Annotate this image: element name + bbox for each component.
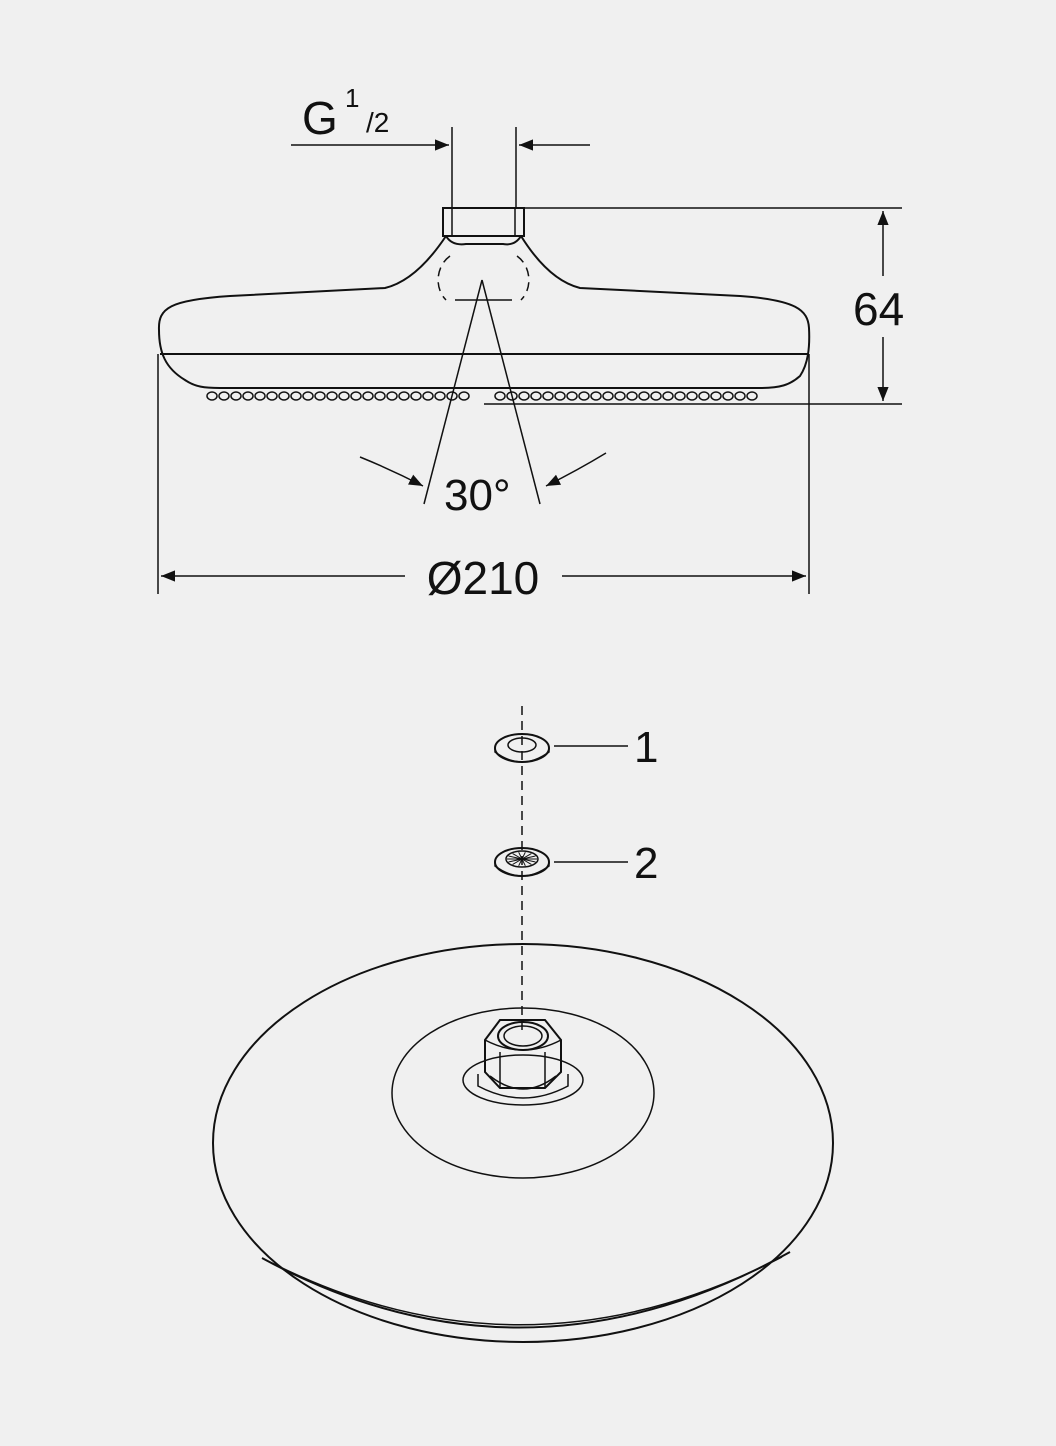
- exploded-view: 1 2: [212, 706, 834, 1343]
- nozzle: [386, 391, 398, 401]
- nozzle: [422, 391, 434, 401]
- nozzle: [614, 391, 626, 401]
- nozzle: [590, 391, 602, 401]
- nozzle: [266, 391, 278, 401]
- nozzle: [242, 391, 254, 401]
- height-dimension: 64: [484, 207, 904, 405]
- nozzle: [494, 391, 506, 401]
- nozzle: [602, 391, 614, 401]
- nozzle: [674, 391, 686, 401]
- nozzle: [578, 391, 590, 401]
- height-label: 64: [853, 283, 904, 335]
- nozzle: [218, 391, 230, 401]
- part-number-2: 2: [634, 839, 658, 888]
- nozzle: [650, 391, 662, 401]
- nozzle-row: [206, 391, 758, 401]
- hex-nut: [477, 1019, 569, 1099]
- angle-label: 30°: [444, 471, 511, 520]
- nozzle: [686, 391, 698, 401]
- nozzle: [230, 391, 242, 401]
- nozzle: [314, 391, 326, 401]
- nozzle: [350, 391, 362, 401]
- nozzle: [566, 391, 578, 401]
- nozzle: [338, 391, 350, 401]
- nozzle: [722, 391, 734, 401]
- nozzle: [518, 391, 530, 401]
- nozzle: [554, 391, 566, 401]
- nozzle: [254, 391, 266, 401]
- nozzle: [638, 391, 650, 401]
- nozzle: [542, 391, 554, 401]
- thread-dimension: G 1 /2: [291, 83, 590, 208]
- flow-restrictor-part: 2: [494, 839, 658, 888]
- nozzle: [434, 391, 446, 401]
- nozzle: [734, 391, 746, 401]
- part-number-1: 1: [634, 723, 658, 772]
- shower-head-plate: [212, 943, 834, 1343]
- thread-label-numerator: 1: [345, 83, 359, 113]
- thread-label-denominator: /2: [366, 107, 389, 138]
- nozzle: [458, 391, 470, 401]
- nozzle: [506, 391, 518, 401]
- nozzle: [530, 391, 542, 401]
- nozzle: [698, 391, 710, 401]
- side-view: G 1 /2 64: [157, 83, 904, 604]
- nozzle: [374, 391, 386, 401]
- thread-label-main: G: [302, 92, 338, 144]
- nozzle: [206, 391, 218, 401]
- nozzle: [398, 391, 410, 401]
- nozzle: [626, 391, 638, 401]
- washer-part: 1: [494, 723, 658, 772]
- shower-head-side: [157, 235, 811, 389]
- nozzle: [710, 391, 722, 401]
- nozzle: [746, 391, 758, 401]
- diameter-dimension: Ø210: [157, 354, 810, 604]
- nozzle: [290, 391, 302, 401]
- nozzle: [302, 391, 314, 401]
- connector-nut: [442, 207, 525, 246]
- nozzle: [362, 391, 374, 401]
- nozzle: [326, 391, 338, 401]
- nozzle: [410, 391, 422, 401]
- nozzle: [278, 391, 290, 401]
- nozzle: [446, 391, 458, 401]
- nozzle: [662, 391, 674, 401]
- angle-dimension: 30°: [359, 279, 607, 520]
- diameter-label: Ø210: [427, 552, 540, 604]
